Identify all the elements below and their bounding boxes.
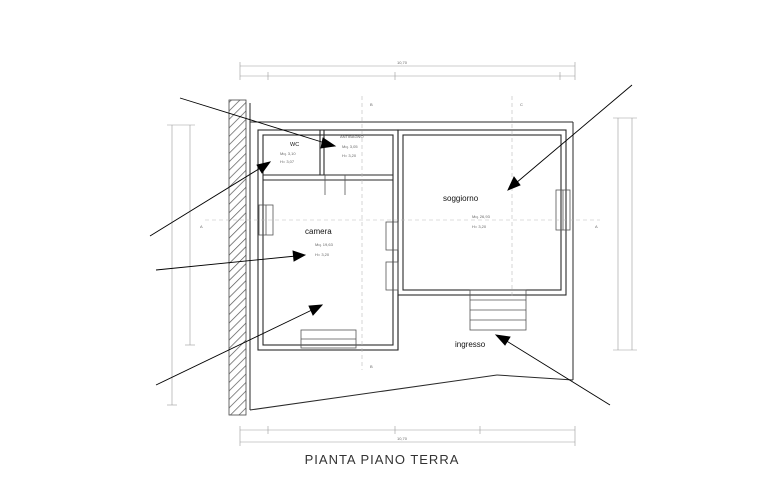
camera-name: camera (305, 227, 332, 236)
camera-height: H= 3,20 (315, 252, 330, 257)
section-mark-b-top: B (370, 102, 373, 107)
soggiorno-height: H= 3,20 (472, 224, 487, 229)
left-dimension-lines (167, 124, 195, 406)
site-boundary (249, 103, 574, 411)
section-mark-a-left: A (200, 224, 203, 229)
annotation-arrows (149, 84, 633, 406)
soggiorno-area: Mq. 26,93 (472, 214, 491, 219)
bottom-dimension-lines (239, 426, 576, 446)
building-walls (257, 129, 567, 351)
openings (258, 175, 571, 349)
wc-height: H= 3,07 (280, 159, 295, 164)
section-mark-b-bottom: B (370, 364, 373, 369)
top-dimension-lines (239, 62, 576, 80)
ingresso-name: ingresso (455, 340, 486, 349)
section-lines (205, 96, 600, 370)
antibagno-height: H= 3,20 (342, 153, 357, 158)
antibagno-area: Mq. 3,05 (342, 144, 358, 149)
bottom-total-dimension: 10,70 (397, 436, 408, 441)
camera-area: Mq. 19,63 (315, 242, 334, 247)
drawing-title: PIANTA PIANO TERRA (304, 452, 460, 467)
top-total-dimension: 10,70 (397, 60, 408, 65)
antibagno-name: ANTIBAGNO (340, 134, 364, 139)
soggiorno-name: soggiorno (443, 194, 479, 203)
wc-name: WC (290, 142, 299, 148)
section-mark-c-top: C (520, 102, 523, 107)
section-mark-a-right: A (595, 224, 598, 229)
right-dimension-lines (613, 117, 637, 351)
hatched-boundary-wall (228, 99, 247, 416)
wc-area: Mq. 3,10 (280, 151, 296, 156)
